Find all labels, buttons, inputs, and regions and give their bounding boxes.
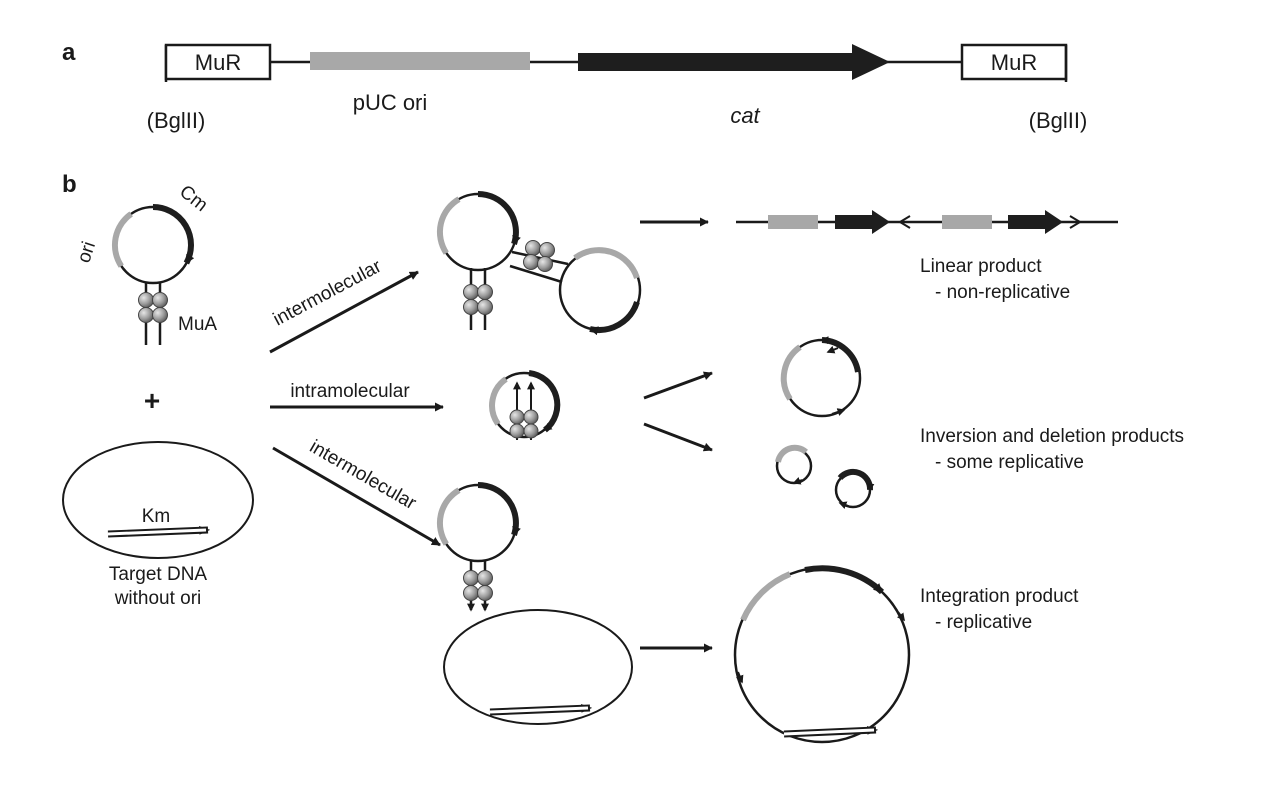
intermolecular-bottom-arrow (272, 446, 441, 547)
mur-right-label: MuR (991, 50, 1037, 75)
puc-ori-segment (310, 52, 530, 70)
target-dna-label-line2: without ori (114, 588, 202, 609)
inversion-product (780, 336, 862, 418)
integration-subtitle: - replicative (935, 612, 1032, 633)
mua-complex (138, 292, 168, 323)
cat-gene-arrow (578, 44, 890, 80)
mua-label: MuA (178, 314, 217, 335)
linear-product (736, 210, 1118, 234)
inversion-deletion-title: Inversion and deletion products (920, 426, 1184, 447)
intramolecular-label: intramolecular (290, 381, 410, 402)
panel-b-letter: b (62, 171, 77, 198)
intramolecular-complex (489, 370, 561, 440)
to-deletion-arrow (643, 422, 713, 452)
bglii-right-label: (BglII) (1029, 108, 1088, 133)
integration-title: Integration product (920, 586, 1079, 607)
inversion-deletion-subtitle: - some replicative (935, 452, 1084, 473)
puc-ori-label: pUC ori (353, 90, 428, 115)
panel-a-letter: a (62, 39, 76, 66)
transposon-map: MuR MuR (164, 43, 1068, 82)
deletion-products (775, 444, 875, 509)
mur-left-label: MuR (195, 50, 241, 75)
intermolecular-complex (436, 191, 642, 336)
target-capture-complex (436, 482, 633, 725)
km-label: Km (142, 506, 171, 527)
linear-product-subtitle: - non-replicative (935, 282, 1070, 303)
target-dna (62, 441, 254, 559)
ori-label: ori (74, 239, 101, 266)
target-dna-label-line1: Target DNA (109, 564, 208, 585)
to-inversion-arrow (643, 371, 713, 400)
minimu-transposon (112, 204, 195, 345)
cm-label: Cm (175, 181, 211, 216)
plus-sign: + (144, 385, 160, 416)
integration-product (733, 565, 911, 744)
linear-product-title: Linear product (920, 256, 1042, 277)
cat-label: cat (730, 103, 760, 128)
bglii-left-label: (BglII) (147, 108, 206, 133)
intermolecular-top-arrow (269, 270, 419, 354)
